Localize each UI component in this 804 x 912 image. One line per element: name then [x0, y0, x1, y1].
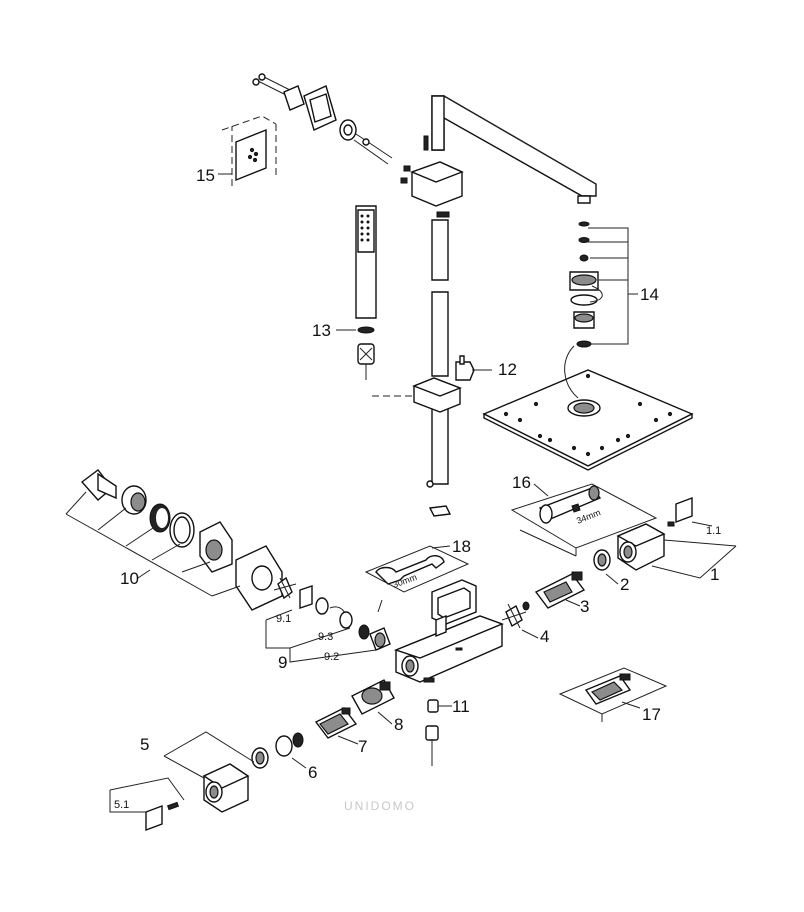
- head-shower-holes: [503, 373, 673, 457]
- label-3: 3: [580, 597, 589, 616]
- label-16: 16: [512, 473, 531, 492]
- part-5-handle: 5: [140, 731, 255, 813]
- label-6: 6: [308, 763, 317, 782]
- part-6-ring: 6: [251, 732, 317, 782]
- part-5-1-screw: 5.1: [109, 777, 185, 832]
- watermark: UNIDOMO: [344, 799, 416, 813]
- shower-spray-holes: [360, 214, 370, 242]
- label-1-1: 1.1: [706, 525, 721, 537]
- label-7: 7: [358, 737, 367, 756]
- part-1-1-screw: 1.1: [667, 496, 721, 537]
- shower-rail: [426, 219, 452, 517]
- label-10: 10: [120, 569, 139, 588]
- part-8-cartridge: 8: [351, 679, 403, 734]
- part-17-cartridge: 17: [558, 667, 668, 724]
- label-17: 17: [642, 705, 661, 724]
- part-15-cover-plate: 15: [196, 115, 277, 186]
- arm-mount-block: [400, 135, 464, 218]
- part-16-wrench: 34mm 16: [510, 473, 658, 557]
- part-12-slider: 12: [372, 355, 517, 413]
- label-9-2: 9.2: [324, 651, 339, 663]
- wall-bracket-parts: [252, 73, 393, 165]
- label-9-1: 9.1: [276, 613, 291, 625]
- label-11: 11: [452, 697, 470, 716]
- part-1-handle: 1: [616, 523, 737, 584]
- label-13: 13: [312, 321, 331, 340]
- label-18: 18: [452, 537, 471, 556]
- part-4-clip: 4: [501, 601, 549, 646]
- part-14-connector-set: 14: [564, 221, 659, 399]
- part-11-fitting: 11: [425, 697, 470, 766]
- label-9-3: 9.3: [318, 631, 333, 643]
- label-2: 2: [620, 575, 629, 594]
- part-13-hand-shower: 13: [312, 205, 377, 380]
- part-3-cartridge: 3: [534, 571, 589, 616]
- label-14: 14: [640, 285, 659, 304]
- part-10-connector-group: 10: [65, 469, 283, 611]
- label-5-1: 5.1: [114, 799, 129, 811]
- label-12: 12: [498, 360, 517, 379]
- label-8: 8: [394, 715, 403, 734]
- label-5: 5: [140, 735, 149, 754]
- label-15: 15: [196, 166, 215, 185]
- part-9-group: 9.1 9.3 9.2 9: [265, 576, 391, 672]
- part-7-cartridge: 7: [314, 707, 367, 756]
- label-9: 9: [278, 653, 287, 672]
- thermostat-body: [393, 579, 504, 683]
- head-shower: [482, 369, 694, 471]
- label-4: 4: [540, 627, 549, 646]
- shower-arm: [431, 95, 597, 204]
- label-1: 1: [710, 565, 719, 584]
- part-2-ring: 2: [593, 549, 629, 594]
